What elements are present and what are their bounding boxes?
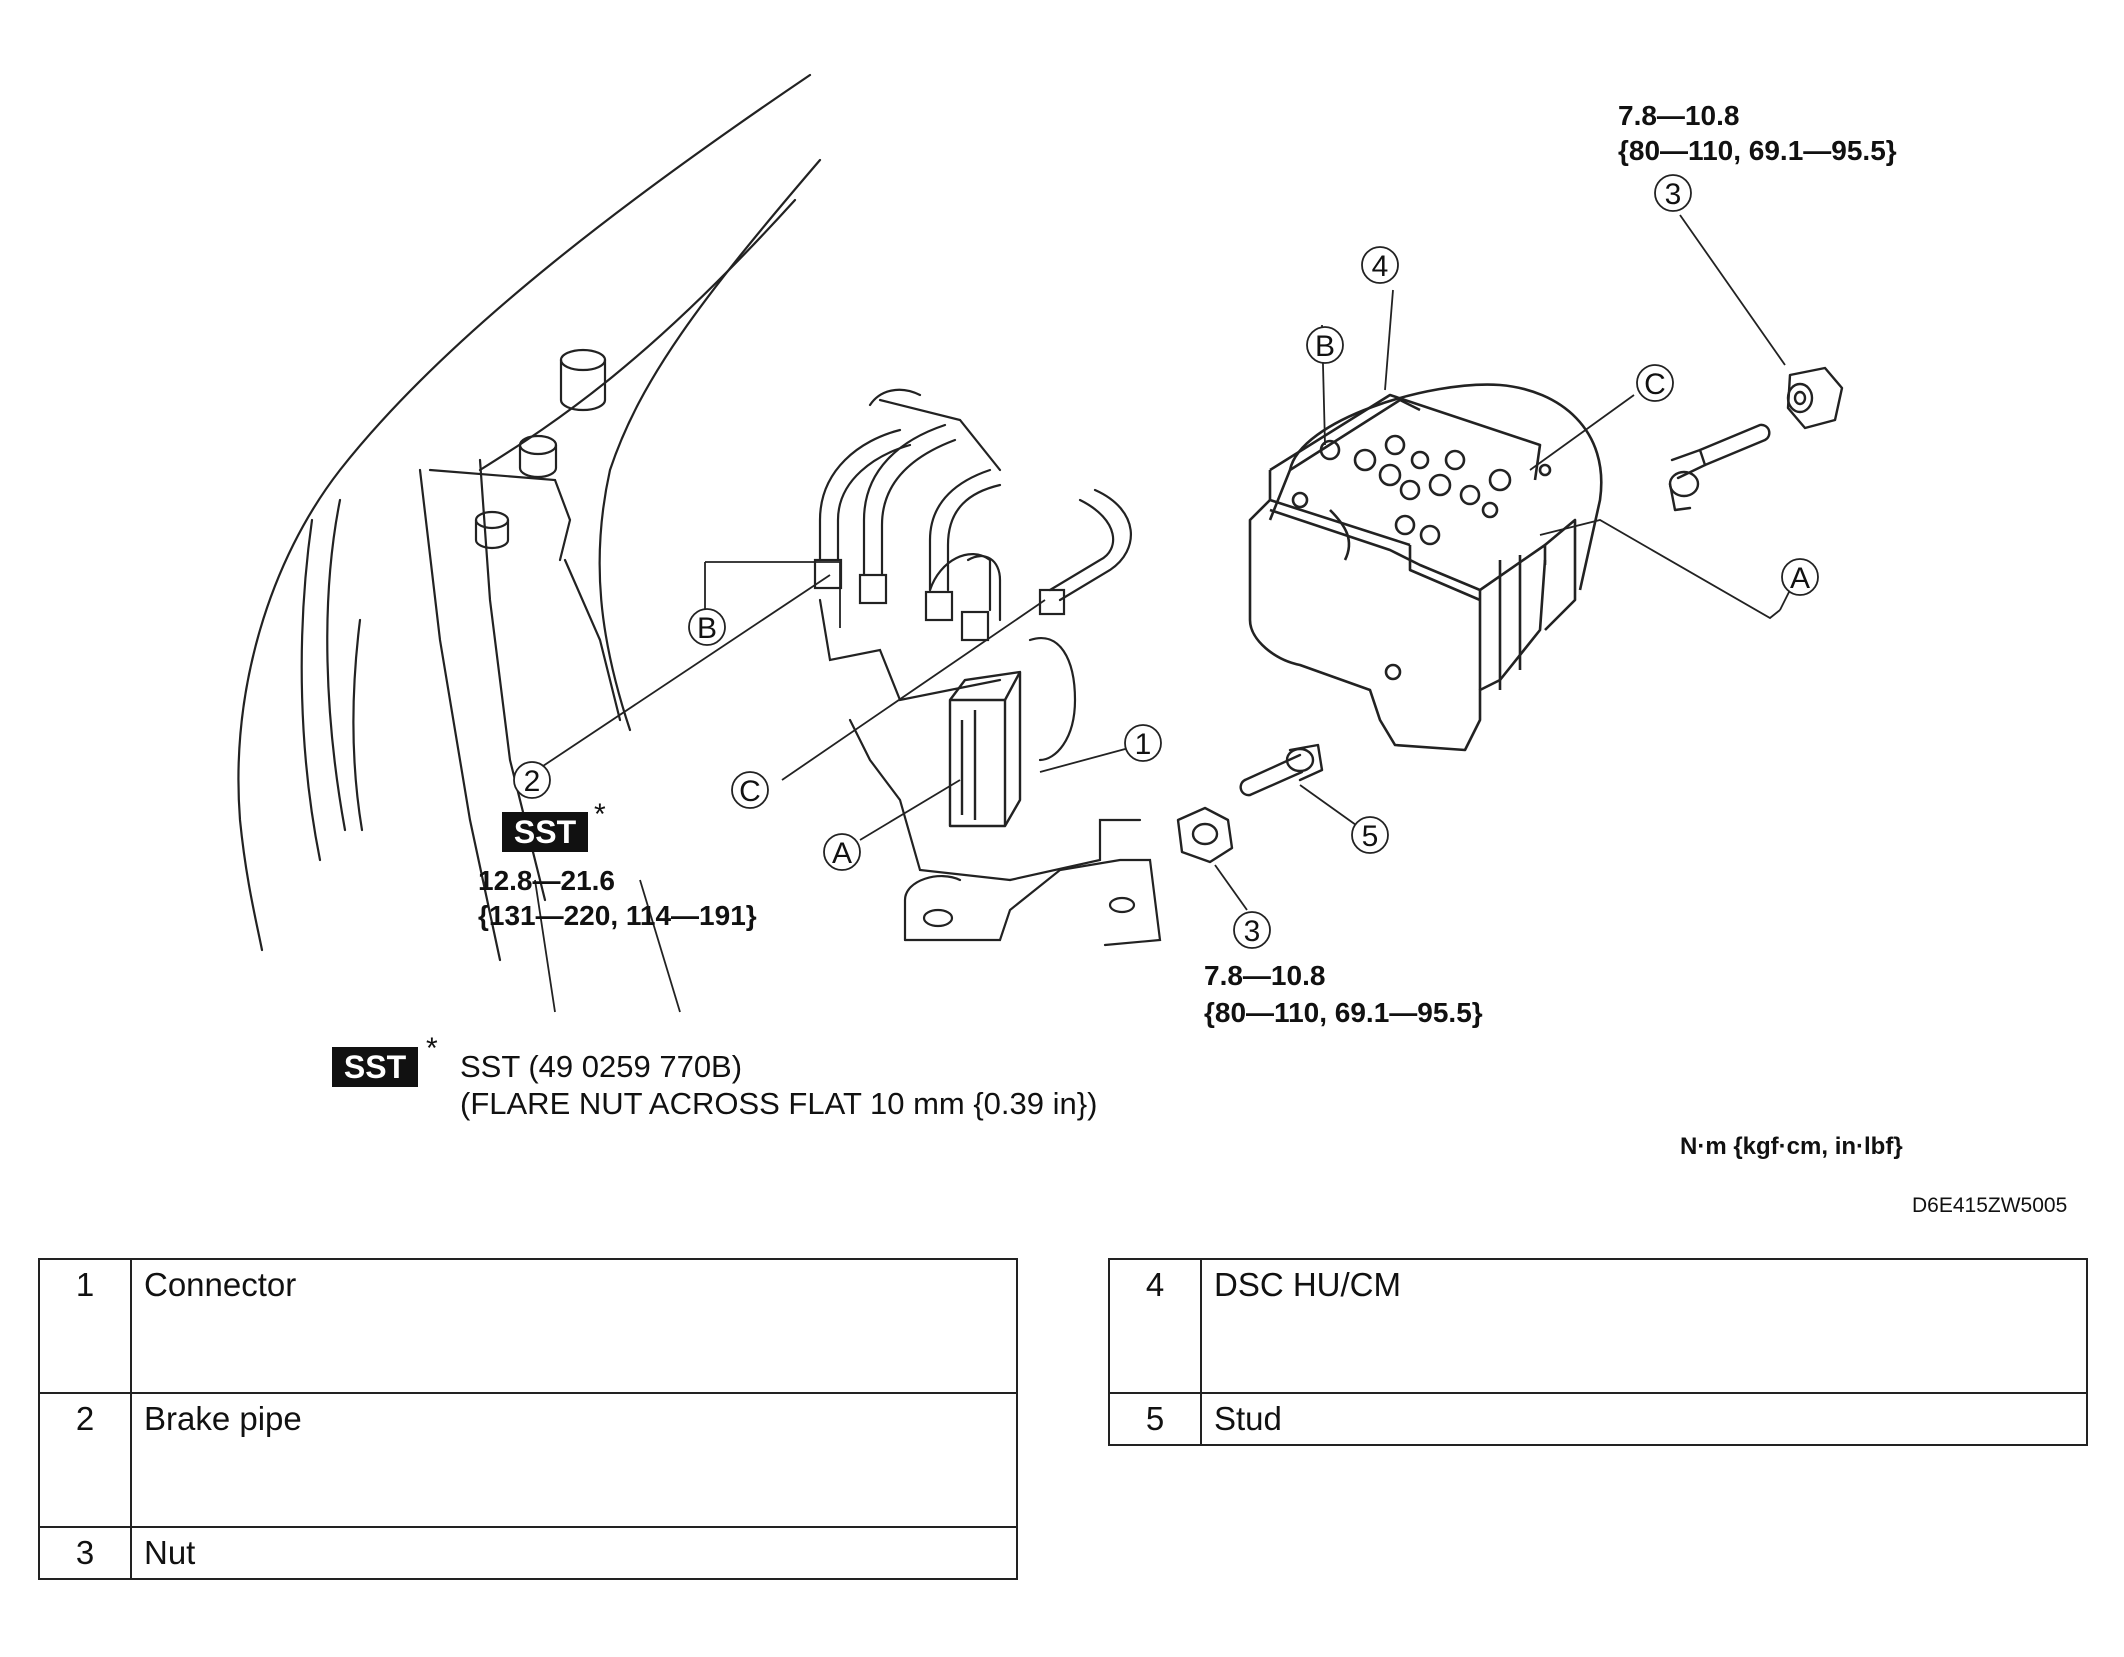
parts-table-left: 1 Connector 2 Brake pipe 3 Nut [38, 1258, 1018, 1580]
sst-legend: SST * SST (49 0259 770B) (FLARE NUT ACRO… [332, 1032, 1097, 1121]
svg-text:3: 3 [1244, 915, 1261, 948]
callout-c-left: C [731, 771, 769, 809]
svg-text:C: C [739, 775, 761, 808]
svg-text:*: * [594, 798, 606, 831]
sst-part-number: SST (49 0259 770B) [460, 1049, 742, 1084]
callout-4: 4 [1361, 246, 1399, 284]
brake-pipes [813, 388, 1132, 642]
part-name: Connector [130, 1258, 1018, 1394]
torque-label-left: 12.8—21.6 {131—220, 114—191} [478, 865, 757, 931]
table-row: 5 Stud [1108, 1392, 2088, 1446]
part-name: DSC HU/CM [1200, 1258, 2088, 1394]
torque-value-alt-left: {131—220, 114—191} [478, 900, 757, 931]
svg-text:A: A [832, 837, 852, 870]
part-number: 5 [1108, 1392, 1202, 1446]
svg-text:B: B [697, 612, 717, 645]
part-number: 1 [38, 1258, 132, 1394]
sst-badge-legend: SST [344, 1049, 407, 1085]
callout-3-top: 3 [1654, 174, 1692, 212]
table-row: 4 DSC HU/CM [1108, 1258, 2088, 1394]
svg-text:C: C [1644, 368, 1666, 401]
callout-a-left: A [823, 833, 861, 871]
parts-table-right: 4 DSC HU/CM 5 Stud [1108, 1258, 2088, 1446]
torque-units-note: N·m {kgf·cm, in·lbf} [1680, 1133, 1903, 1160]
torque-label-bottom: 7.8—10.8 {80—110, 69.1—95.5} [1204, 960, 1483, 1028]
callout-a-right: A [1781, 558, 1819, 596]
fastener-parts [1176, 366, 1844, 864]
part-number: 2 [38, 1392, 132, 1528]
table-row: 1 Connector [38, 1258, 1018, 1394]
svg-text:A: A [1790, 562, 1810, 595]
torque-label-top-right: 7.8—10.8 {80—110, 69.1—95.5} [1618, 100, 1897, 166]
leader-lines [534, 214, 1791, 1013]
part-number: 4 [1108, 1258, 1202, 1394]
nut-top [1786, 366, 1844, 430]
svg-text:2: 2 [524, 765, 541, 798]
callout-5: 5 [1351, 816, 1389, 854]
svg-text:4: 4 [1372, 250, 1389, 283]
nut-bottom [1176, 806, 1234, 864]
callout-circles: 1 2 3 3 4 5 A A B B C C [513, 174, 1819, 949]
callout-c-right: C [1636, 364, 1674, 402]
sst-badge-diagram: SST * [502, 798, 606, 852]
svg-text:1: 1 [1135, 728, 1152, 761]
part-number: 3 [38, 1526, 132, 1580]
svg-text:B: B [1315, 330, 1335, 363]
torque-value-alt-bottom: {80—110, 69.1—95.5} [1204, 997, 1483, 1028]
svg-text:3: 3 [1665, 178, 1682, 211]
figure-code: D6E415ZW5005 [1912, 1194, 2067, 1217]
callout-b-right: B [1306, 326, 1344, 364]
stud-bottom [1243, 753, 1304, 797]
dsc-hu-cm-unit [1248, 383, 1603, 752]
torque-value-top-right: 7.8—10.8 [1618, 100, 1739, 131]
table-row: 2 Brake pipe [38, 1392, 1018, 1528]
part-name: Stud [1200, 1392, 2088, 1446]
connector-part [948, 670, 1022, 828]
stud-top [1698, 423, 1771, 467]
svg-text:SST: SST [514, 814, 577, 850]
torque-value-left: 12.8—21.6 [478, 865, 615, 896]
callout-1: 1 [1124, 724, 1162, 762]
vehicle-body-outline [237, 73, 822, 962]
part-name: Nut [130, 1526, 1018, 1580]
torque-value-bottom: 7.8—10.8 [1204, 960, 1325, 991]
table-row: 3 Nut [38, 1526, 1018, 1580]
svg-text:*: * [426, 1032, 438, 1065]
part-name: Brake pipe [130, 1392, 1018, 1528]
callout-2: 2 [513, 761, 551, 799]
svg-text:5: 5 [1362, 820, 1379, 853]
sst-flare-nut-note: (FLARE NUT ACROSS FLAT 10 mm {0.39 in}) [460, 1086, 1097, 1121]
callout-3-bottom: 3 [1233, 911, 1271, 949]
torque-value-alt-top-right: {80—110, 69.1—95.5} [1618, 135, 1897, 166]
bracket [818, 598, 1162, 947]
callout-b-left: B [688, 608, 726, 646]
